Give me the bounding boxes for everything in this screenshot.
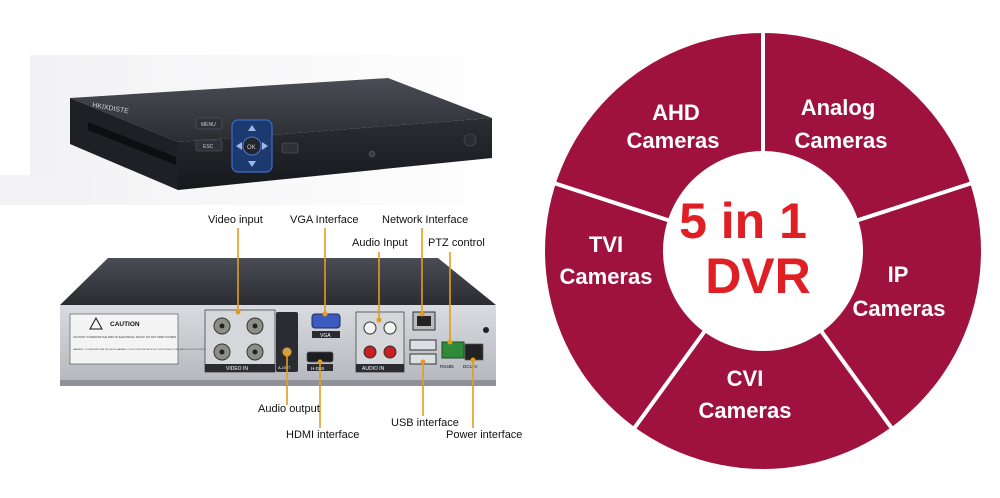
ir-receiver: [463, 133, 477, 147]
leader-dot: [420, 359, 426, 365]
ok-button[interactable]: [242, 136, 262, 156]
wheel-dividers: [551, 29, 975, 432]
hdmi-label: H-DMI: [311, 366, 324, 371]
usb-port[interactable]: [409, 339, 437, 351]
up-arrow-icon[interactable]: [248, 125, 256, 131]
ok-button-label: OK: [247, 145, 256, 151]
left-arrow-icon[interactable]: [236, 142, 242, 150]
menu-button-label: MENU: [201, 122, 216, 128]
camera-compatibility-wheel: 5 in 1 DVR AHD Cameras Analog Cameras IP…: [545, 29, 981, 469]
segment-cvi-line2: Cameras: [699, 398, 792, 423]
audio-in-jack[interactable]: [363, 345, 377, 359]
bnc-pin: [252, 323, 258, 329]
wheel-divider: [852, 180, 975, 224]
esc-button[interactable]: [195, 139, 223, 152]
segment-analog-line1: Analog: [801, 95, 876, 120]
segment-ahd-line2: Cameras: [627, 128, 720, 153]
audio-in-jack[interactable]: [363, 321, 377, 335]
video-in-strip: [205, 364, 275, 372]
aout-hdmi-panel: [276, 312, 298, 372]
annotation-labels: Video input VGA Interface Network Interf…: [208, 214, 522, 441]
display-strip: [88, 122, 176, 165]
vga-label-plate: [312, 331, 340, 338]
down-arrow-icon[interactable]: [248, 161, 256, 167]
segment-ip-line1: IP: [888, 262, 909, 287]
leader-dot: [447, 339, 453, 345]
annotation-lines: [235, 228, 476, 428]
center-line-2: DVR: [705, 248, 811, 304]
leader-dot: [322, 311, 328, 317]
warning-icon: [89, 316, 103, 330]
network-port-socket: [417, 316, 431, 326]
segment-analog-line2: Cameras: [795, 128, 888, 153]
audio-in-label: AUDIO IN: [362, 366, 385, 372]
segment-ahd-line1: AHD: [652, 100, 700, 125]
audio-in-jack[interactable]: [383, 321, 397, 335]
dvr-front-top: [70, 78, 492, 142]
leader-dot: [419, 311, 425, 317]
label-hdmi-interface: HDMI interface: [286, 429, 359, 441]
label-audio-output: Audio output: [258, 403, 320, 415]
audio-in-jack[interactable]: [383, 345, 397, 359]
menu-button[interactable]: [195, 117, 223, 130]
ptz-terminal[interactable]: [441, 341, 465, 359]
bnc-pin: [219, 349, 225, 355]
label-network-interface: Network Interface: [382, 214, 468, 226]
rs485-label: RS485: [440, 364, 454, 369]
leader-dot: [235, 309, 241, 315]
segment-tvi-line2: Cameras: [560, 264, 653, 289]
label-vga-interface: VGA Interface: [290, 214, 358, 226]
segment-ip-line2: Cameras: [853, 296, 946, 321]
bnc-pin: [219, 323, 225, 329]
leader-dot: [470, 357, 476, 363]
bnc-connectors: [213, 317, 264, 361]
dvr-front-view: HKIXDISTE MENU ESC OK: [70, 78, 492, 190]
caution-label: [69, 313, 179, 365]
caution-title: CAUTION: [110, 321, 140, 328]
power-port[interactable]: [464, 343, 484, 361]
leader-dot: [284, 351, 290, 357]
aout-label: A-OUT: [278, 365, 291, 370]
wheel-divider: [817, 326, 896, 432]
front-small-button[interactable]: [281, 142, 299, 154]
label-audio-input: Audio Input: [352, 237, 408, 249]
vga-label: VGA: [320, 333, 331, 339]
segment-cvi-line1: CVI: [727, 366, 764, 391]
label-power-interface: Power interface: [446, 429, 522, 441]
dvr-rear-top: [60, 258, 496, 305]
background-panel-lower: [0, 175, 90, 205]
ground-screw: [483, 327, 489, 333]
dc12v-label: DC12V: [463, 364, 478, 369]
esc-button-label: ESC: [203, 144, 214, 150]
label-video-input: Video input: [208, 214, 263, 226]
warning-text: WARNING: TO PREVENT FIRE OR SHOCK HAZARD…: [73, 348, 234, 351]
segment-tvi-line1: TVI: [589, 232, 623, 257]
label-ptz-control: PTZ control: [428, 237, 485, 249]
center-line-1: 5 in 1: [679, 193, 807, 249]
audio-in-strip: [356, 364, 404, 372]
wheel-divider: [551, 180, 674, 224]
bnc-pin: [252, 349, 258, 355]
dvr-bottom-edge: [60, 380, 496, 386]
video-in-panel: [204, 309, 276, 373]
status-led: [368, 150, 376, 158]
leader-dot: [317, 359, 323, 365]
video-in-label: VIDEO IN: [226, 366, 248, 372]
right-arrow-icon[interactable]: [262, 142, 268, 150]
dvr-rear-view: CAUTION CAUTION: TO REDUCE THE RISK OF E…: [60, 258, 496, 386]
wheel-center: [663, 151, 863, 351]
wheel-divider: [630, 326, 709, 432]
leader-dot: [376, 317, 382, 323]
caution-text: CAUTION: TO REDUCE THE RISK OF ELECTRICA…: [73, 335, 177, 339]
label-usb-interface: USB interface: [391, 417, 459, 429]
